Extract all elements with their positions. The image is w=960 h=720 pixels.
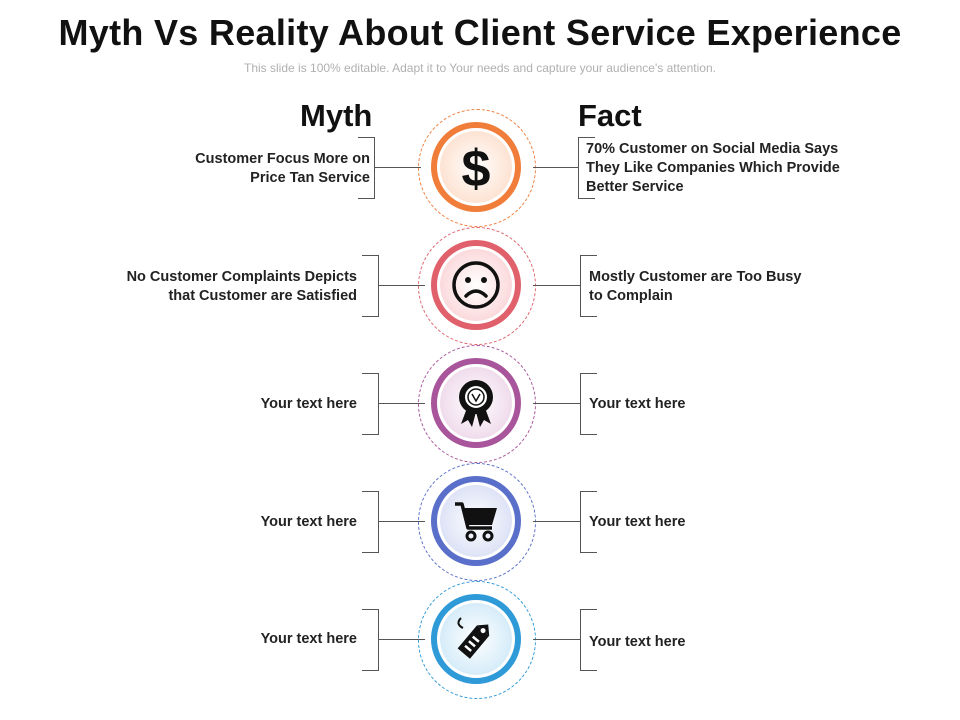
myth-text: Customer Focus More on Price Tan Service <box>195 151 370 186</box>
fact-bracket <box>580 491 597 553</box>
myth-connector <box>379 403 425 404</box>
comparison-row-4: Your text here Your text here <box>0 463 960 581</box>
myth-connector <box>379 521 425 522</box>
fact-bracket <box>580 255 597 317</box>
shopping-cart-icon <box>440 485 512 557</box>
myth-text: Your text here <box>260 396 357 412</box>
fact-connector <box>533 403 580 404</box>
myth-connector <box>375 167 421 168</box>
icon-circle <box>418 227 536 345</box>
svg-text:$: $ <box>462 140 491 194</box>
myth-text: Your text here <box>260 631 357 647</box>
fact-bracket <box>578 137 595 199</box>
fact-bracket <box>580 373 597 435</box>
fact-text: 70% Customer on Social Media Says They L… <box>586 141 840 195</box>
page-subtitle: This slide is 100% editable. Adapt it to… <box>244 61 716 75</box>
icon-circle <box>418 581 536 699</box>
icon-circle <box>418 345 536 463</box>
myth-connector <box>379 285 425 286</box>
myth-bracket <box>362 255 379 317</box>
myth-bracket <box>362 491 379 553</box>
fact-text: Your text here <box>589 514 686 530</box>
fact-connector <box>533 285 580 286</box>
page-title: Myth Vs Reality About Client Service Exp… <box>58 12 902 53</box>
comparison-row-5: Your text here Your text here <box>0 581 960 699</box>
comparison-row-3: Your text here Your text here <box>0 345 960 463</box>
icon-circle <box>418 463 536 581</box>
award-badge-icon <box>440 367 512 439</box>
fact-bracket <box>580 609 597 671</box>
myth-bracket <box>362 373 379 435</box>
fact-text: Your text here <box>589 634 686 650</box>
myth-connector <box>379 639 425 640</box>
myth-bracket <box>358 137 375 199</box>
myth-text: Your text here <box>260 514 357 530</box>
fact-text: Mostly Customer are Too Busy to Complain <box>589 269 802 304</box>
myth-bracket <box>362 609 379 671</box>
myth-text: No Customer Complaints Depicts that Cust… <box>126 269 357 304</box>
myth-header: Myth <box>300 98 373 133</box>
fact-text: Your text here <box>589 396 686 412</box>
comparison-row-2: No Customer Complaints Depicts that Cust… <box>0 227 960 345</box>
comparison-row-1: Customer Focus More on Price Tan Service… <box>0 109 960 227</box>
icon-circle: $ <box>418 109 536 227</box>
fact-connector <box>533 639 580 640</box>
fact-connector <box>533 167 578 168</box>
dollar-icon: $ <box>440 131 512 203</box>
sad-face-icon <box>440 249 512 321</box>
fact-header: Fact <box>578 98 642 133</box>
fact-connector <box>533 521 580 522</box>
price-tag-icon <box>440 603 512 675</box>
